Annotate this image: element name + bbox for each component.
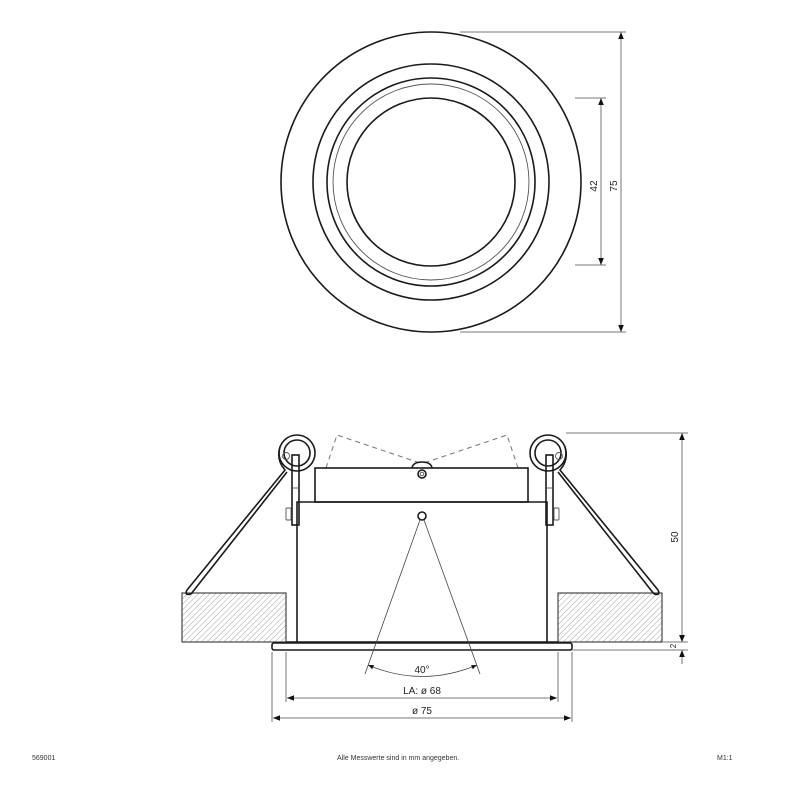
spring-clip-left (185, 434, 316, 596)
top-view-circles (280, 31, 582, 333)
top-view-circle-1 (312, 63, 550, 301)
tilt-envelope-right (423, 434, 519, 469)
scale-label: M1:1 (717, 755, 733, 762)
dimension-75-side: ø 75 (271, 652, 573, 722)
upper-housing (314, 467, 529, 503)
ceiling-section-right (557, 592, 663, 643)
tilt-envelope-left (325, 434, 421, 469)
dimension-75: 75 (460, 31, 626, 333)
top-view-circle-2 (326, 77, 536, 287)
light-source (417, 511, 427, 521)
top-view: 42 75 (280, 31, 626, 333)
article-number: 569001 (32, 755, 56, 762)
dimension-la-68: LA: ø 68 (285, 652, 559, 702)
top-view-circle-0 (280, 31, 582, 333)
dimension-50: 50 (566, 432, 688, 643)
measurement-note: Alle Messwerte sind in mm angegeben. (337, 755, 460, 762)
side-view: 40° (181, 432, 688, 722)
dimension-42-label: 42 (589, 180, 600, 192)
top-view-circle-4 (346, 97, 516, 267)
spring-clip-right (529, 434, 660, 596)
tilt-screw (417, 469, 427, 479)
dimension-la-68-label: LA: ø 68 (403, 686, 441, 697)
dimension-2: 2 (572, 628, 688, 664)
dimension-2-label: 2 (669, 643, 678, 648)
dimension-75-side-label: ø 75 (412, 706, 432, 717)
dimension-42: 42 (575, 97, 606, 266)
ceiling-section-left (181, 592, 287, 643)
beam-angle-label: 40° (414, 665, 429, 676)
dimension-50-label: 50 (670, 531, 681, 543)
main-housing (296, 501, 548, 642)
top-nub (411, 461, 433, 469)
beam-angle-arc (367, 664, 478, 677)
dimension-75-label: 75 (609, 180, 620, 192)
flange (271, 642, 573, 651)
top-view-circle-3 (332, 83, 530, 281)
